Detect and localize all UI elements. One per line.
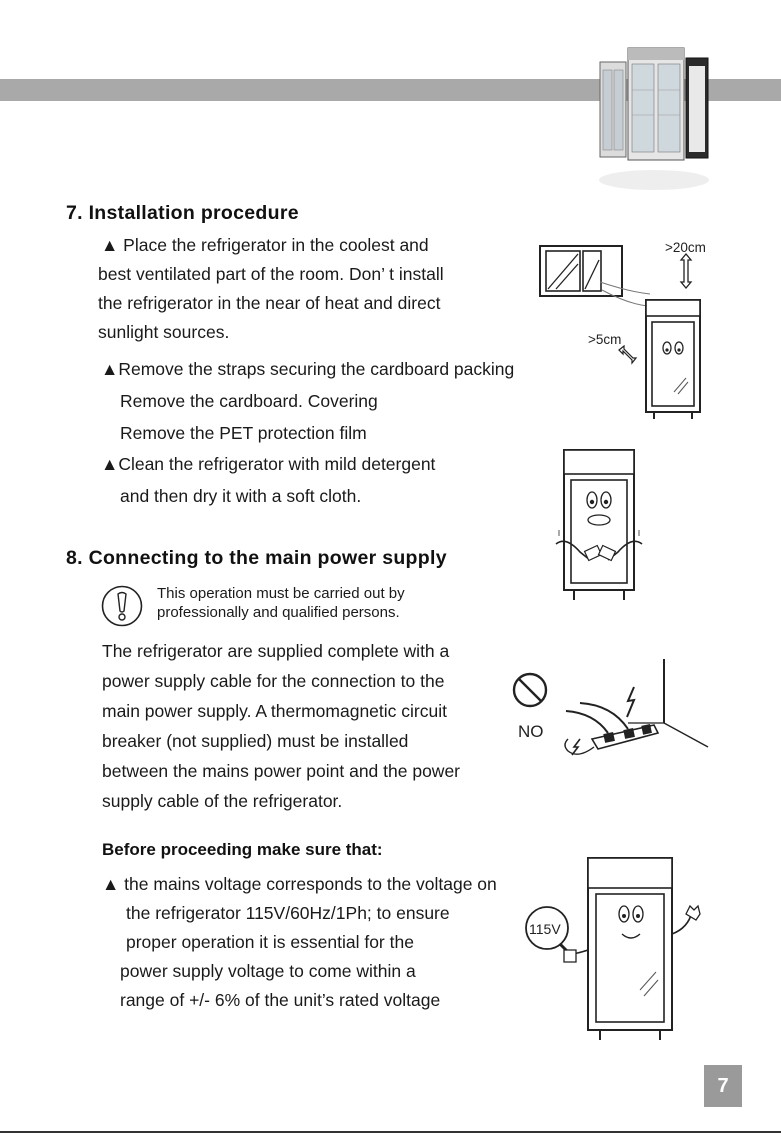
before-line-4: power supply voltage to come within a xyxy=(120,961,416,981)
voltage-label: 115V xyxy=(529,921,561,937)
section-7-line-9: and then dry it with a soft cloth. xyxy=(120,486,362,506)
section-8-title: 8. Connecting to the main power supply xyxy=(66,547,447,569)
before-line-1: ▲ the mains voltage corresponds to the v… xyxy=(102,874,497,894)
before-line-5: range of +/- 6% of the unit’s rated volt… xyxy=(120,990,441,1010)
header-bar xyxy=(0,79,781,101)
warning-icon xyxy=(101,585,143,627)
warning-line-1: This operation must be carried out by xyxy=(157,585,405,602)
header-refrigerators-image xyxy=(599,47,709,190)
section-8-line-5: between the mains power point and the po… xyxy=(102,761,461,781)
section-7-line-4: sunlight sources. xyxy=(98,322,230,342)
section-7-line-8: ▲Clean the refrigerator with mild deterg… xyxy=(101,454,436,474)
page-number-badge: 7 xyxy=(704,1065,742,1107)
before-line-2: the refrigerator 115V/60Hz/1Ph; to ensur… xyxy=(126,903,450,923)
top-clearance-label: >20cm xyxy=(665,240,706,255)
no-label: NO xyxy=(518,722,544,741)
section-8-line-2: power supply cable for the connection to… xyxy=(102,671,445,691)
section-7-title: 7. Installation procedure xyxy=(66,202,299,224)
cleaning-illustration xyxy=(555,449,643,600)
section-8-line-6: supply cable of the refrigerator. xyxy=(102,791,343,811)
section-7-line-2: best ventilated part of the room. Don’ t… xyxy=(98,264,444,284)
section-8-line-3: main power supply. A thermomagnetic circ… xyxy=(102,701,447,721)
section-7-line-3: the refrigerator in the near of heat and… xyxy=(98,293,441,313)
section-8-line-1: The refrigerator are supplied complete w… xyxy=(102,641,450,661)
section-7-line-1: ▲ Place the refrigerator in the coolest … xyxy=(101,235,429,255)
side-clearance-label: >5cm xyxy=(588,332,621,347)
warning-line-2: professionally and qualified persons. xyxy=(157,604,400,621)
before-line-3: proper operation it is essential for the xyxy=(126,932,414,952)
section-7-line-6: Remove the cardboard. Covering xyxy=(120,391,378,411)
clearance-diagram: >20cm >5cm xyxy=(539,240,706,419)
before-proceeding-title: Before proceeding make sure that: xyxy=(102,840,383,859)
bottom-rule xyxy=(0,1131,781,1133)
section-7-line-5: ▲Remove the straps securing the cardboar… xyxy=(101,359,515,379)
section-7-line-7: Remove the PET protection film xyxy=(120,423,367,443)
voltage-check-illustration: 115V xyxy=(525,857,701,1040)
power-strip-illustration: NO xyxy=(512,659,709,756)
section-8-line-4: breaker (not supplied) must be installed xyxy=(102,731,409,751)
